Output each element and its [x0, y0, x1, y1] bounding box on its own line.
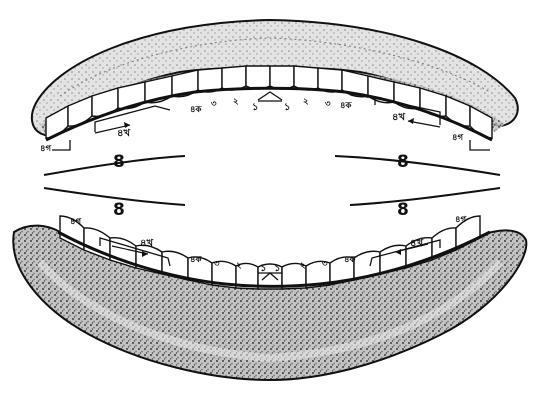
lower-label-incisor2-left: ২ — [236, 261, 242, 271]
lower-label-molar-end-left: ৪গ — [70, 217, 83, 227]
lower-label-canine-left: ৩ — [214, 259, 220, 269]
upper-jaw: ৪গ ৪খ ৪ক ৩ ২ ১ ১ ২ ৩ ৪ক ৪খ ৪গ 8 8 — [32, 20, 518, 175]
lower-label-premolar-left: ৪ক — [190, 255, 203, 265]
tooth — [246, 66, 270, 89]
lower-label-incisor1-right: ১ — [274, 263, 281, 274]
tooth — [270, 66, 294, 89]
lower-label-canine-right: ৩ — [322, 259, 328, 269]
upper-label-incisor1: ১ — [252, 102, 259, 113]
lower-label-molar-mid-left: ৪খ — [140, 238, 153, 249]
lower-label-incisor2-right: ২ — [300, 261, 306, 271]
tooth — [294, 66, 318, 90]
upper-label-incisor2-left: ২ — [233, 97, 239, 107]
upper-label-premolar-left: ৪ক — [190, 105, 203, 115]
lower-jaw: 8 8 ৪গ ৪খ ৪ক ৩ ২ ১ ১ ২ ৩ ৪ক ৪খ ৪গ — [13, 188, 526, 380]
upper-label-incisor2-right: ২ — [303, 97, 309, 107]
lower-label-incisor1: ১ — [260, 263, 267, 274]
upper-label-premolar-right: ৪ক — [340, 101, 353, 111]
upper-label-incisor1-right: ১ — [284, 102, 291, 113]
lower-label-molar-end-right: ৪গ — [455, 215, 468, 225]
tooth — [222, 66, 246, 90]
upper-label-molar-mid-right: ৪খ — [392, 112, 405, 123]
lower-label-molar-mid-right: ৪খ — [410, 238, 423, 249]
lower-group-label-right: 8 — [397, 200, 409, 220]
upper-label-canine-right: ৩ — [325, 99, 331, 109]
lower-group-label-left: 8 — [113, 200, 125, 220]
upper-label-molar-mid-left: ৪খ — [117, 128, 130, 139]
lower-label-premolar-right: ৪ক — [344, 255, 357, 265]
upper-label-molar-end-right: ৪গ — [452, 133, 465, 143]
upper-label-canine-left: ৩ — [211, 99, 217, 109]
upper-label-molar-end-left: ৪গ — [40, 144, 53, 154]
